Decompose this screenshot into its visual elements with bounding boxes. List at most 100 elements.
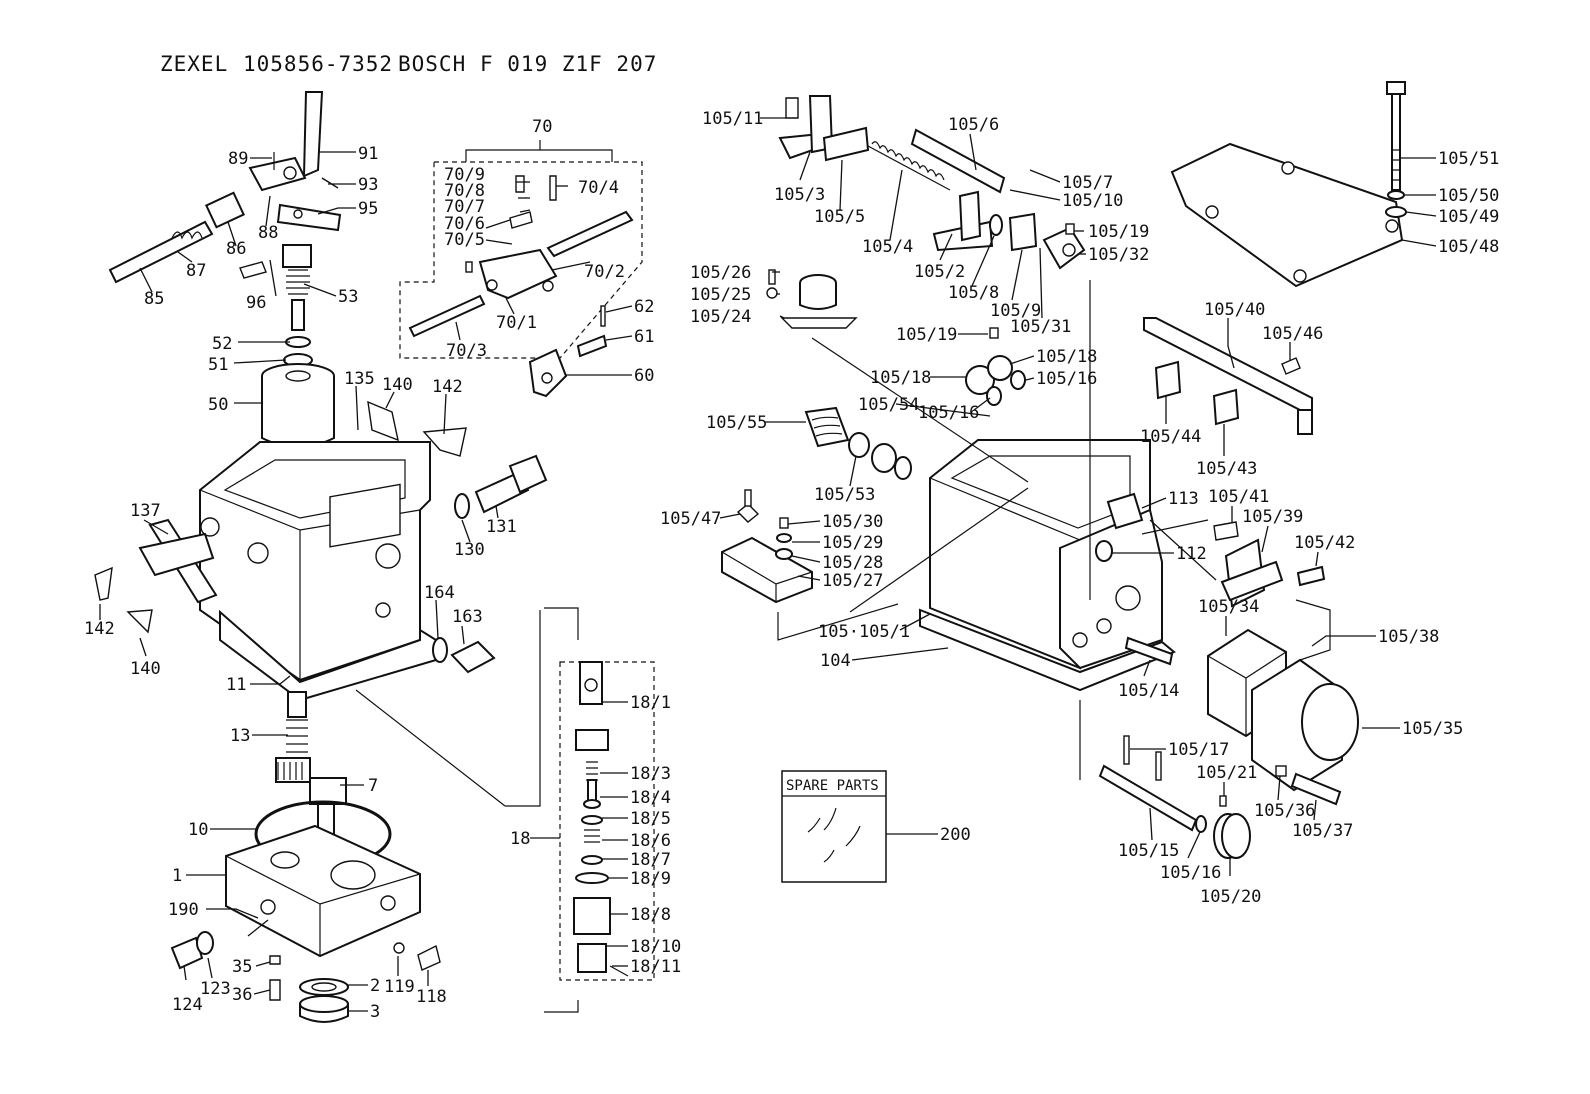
callout-53: 53 bbox=[338, 287, 358, 307]
callout-70-7: 70/7 bbox=[444, 197, 485, 217]
callout-18-7: 18/7 bbox=[630, 850, 671, 870]
callout-105-1: 105·105/1 bbox=[818, 622, 910, 642]
callout-91: 91 bbox=[358, 144, 378, 164]
callout-105-16-bottom: 105/16 bbox=[1160, 863, 1221, 883]
callout-96: 96 bbox=[246, 293, 266, 313]
callout-118: 118 bbox=[416, 987, 447, 1007]
callout-105-29: 105/29 bbox=[822, 533, 883, 553]
callout-137: 137 bbox=[130, 501, 161, 521]
callout-18-3: 18/3 bbox=[630, 764, 671, 784]
callout-70-9: 70/9 bbox=[444, 165, 485, 185]
callout-105-6: 105/6 bbox=[948, 115, 999, 135]
callout-50: 50 bbox=[208, 395, 228, 415]
callout-105-4: 105/4 bbox=[862, 237, 913, 257]
title-number2: F 019 Z1F 207 bbox=[480, 52, 657, 76]
callout-164: 164 bbox=[424, 583, 455, 603]
callout-18-8: 18/8 bbox=[630, 905, 671, 925]
callout-112: 112 bbox=[1176, 544, 1207, 564]
callout-35: 35 bbox=[232, 957, 252, 977]
callout-105-19-top: 105/19 bbox=[1088, 222, 1149, 242]
callout-13: 13 bbox=[230, 726, 250, 746]
callout-11: 11 bbox=[226, 675, 246, 695]
callout-105-35: 105/35 bbox=[1402, 719, 1463, 739]
callout-70-2: 70/2 bbox=[584, 262, 625, 282]
callout-36: 36 bbox=[232, 985, 252, 1005]
callout-10: 10 bbox=[188, 820, 208, 840]
callout-200: 200 bbox=[940, 825, 971, 845]
callout-70-1: 70/1 bbox=[496, 313, 537, 333]
callout-18-4: 18/4 bbox=[630, 788, 671, 808]
callout-105-2: 105/2 bbox=[914, 262, 965, 282]
callout-51: 51 bbox=[208, 355, 228, 375]
callout-18-1: 18/1 bbox=[630, 693, 671, 713]
diagram-title: ZEXEL 105856-7352 BOSCH F 019 Z1F 207 bbox=[160, 52, 657, 76]
callout-18-11: 18/11 bbox=[630, 957, 681, 977]
callout-142-left: 142 bbox=[84, 619, 115, 639]
callout-105-48: 105/48 bbox=[1438, 237, 1499, 257]
callout-18-10: 18/10 bbox=[630, 937, 681, 957]
callout-140-top: 140 bbox=[382, 375, 413, 395]
callout-95: 95 bbox=[358, 199, 378, 219]
callout-163: 163 bbox=[452, 607, 483, 627]
callout-105-38: 105/38 bbox=[1378, 627, 1439, 647]
callout-105-18-right: 105/18 bbox=[1036, 347, 1097, 367]
callout-88: 88 bbox=[258, 223, 278, 243]
callout-105-54: 105/54 bbox=[858, 395, 919, 415]
callout-104: 104 bbox=[820, 651, 851, 671]
callout-105-18-left: 105/18 bbox=[870, 368, 931, 388]
callout-61: 61 bbox=[634, 327, 654, 347]
callout-123: 123 bbox=[200, 979, 231, 999]
callout-105-3: 105/3 bbox=[774, 185, 825, 205]
callout-18-5: 18/5 bbox=[630, 809, 671, 829]
callout-105-16-mid: 105/16 bbox=[918, 403, 979, 423]
callout-105-20: 105/20 bbox=[1200, 887, 1261, 907]
callout-52: 52 bbox=[212, 334, 232, 354]
callout-113: 113 bbox=[1168, 489, 1199, 509]
callout-105-32: 105/32 bbox=[1088, 245, 1149, 265]
callout-70-6: 70/6 bbox=[444, 214, 485, 234]
callout-105-26: 105/26 bbox=[690, 263, 751, 283]
callout-105-28: 105/28 bbox=[822, 553, 883, 573]
callout-105-53: 105/53 bbox=[814, 485, 875, 505]
callout-105-21: 105/21 bbox=[1196, 763, 1257, 783]
callout-105-15: 105/15 bbox=[1118, 841, 1179, 861]
callout-190: 190 bbox=[168, 900, 199, 920]
callout-labels: 91 89 93 95 86 88 87 85 96 53 52 51 50 1… bbox=[84, 109, 1499, 1022]
callout-105-10: 105/10 bbox=[1062, 191, 1123, 211]
callout-70-4: 70/4 bbox=[578, 178, 619, 198]
callout-7: 7 bbox=[368, 776, 378, 796]
callout-18-9: 18/9 bbox=[630, 869, 671, 889]
callout-85: 85 bbox=[144, 289, 164, 309]
callout-105-19-mid: 105/19 bbox=[896, 325, 957, 345]
callout-105-9: 105/9 bbox=[990, 301, 1041, 321]
callout-105-17: 105/17 bbox=[1168, 740, 1229, 760]
callout-2: 2 bbox=[370, 976, 380, 996]
callout-70-5: 70/5 bbox=[444, 230, 485, 250]
callout-89: 89 bbox=[228, 149, 248, 169]
callout-105-27: 105/27 bbox=[822, 571, 883, 591]
callout-70-8: 70/8 bbox=[444, 181, 485, 201]
callout-105-37: 105/37 bbox=[1292, 821, 1353, 841]
callout-87: 87 bbox=[186, 261, 206, 281]
callout-142-top: 142 bbox=[432, 377, 463, 397]
callout-105-25: 105/25 bbox=[690, 285, 751, 305]
callout-1: 1 bbox=[172, 866, 182, 886]
callout-135: 135 bbox=[344, 369, 375, 389]
callout-124: 124 bbox=[172, 995, 203, 1015]
callout-93: 93 bbox=[358, 175, 378, 195]
callout-131: 131 bbox=[486, 517, 517, 537]
callout-105-50: 105/50 bbox=[1438, 186, 1499, 206]
callout-105-34: 105/34 bbox=[1198, 597, 1259, 617]
title-brand1: ZEXEL bbox=[160, 52, 228, 76]
callout-70: 70 bbox=[532, 117, 552, 137]
callout-70-3: 70/3 bbox=[446, 341, 487, 361]
callout-105-36: 105/36 bbox=[1254, 801, 1315, 821]
left-assembly-drawing bbox=[94, 91, 655, 1023]
callout-105-42: 105/42 bbox=[1294, 533, 1355, 553]
callout-105-14: 105/14 bbox=[1118, 681, 1179, 701]
title-brand2: BOSCH bbox=[398, 52, 466, 76]
callout-105-8: 105/8 bbox=[948, 283, 999, 303]
callout-105-39: 105/39 bbox=[1242, 507, 1303, 527]
callout-105-24: 105/24 bbox=[690, 307, 751, 327]
